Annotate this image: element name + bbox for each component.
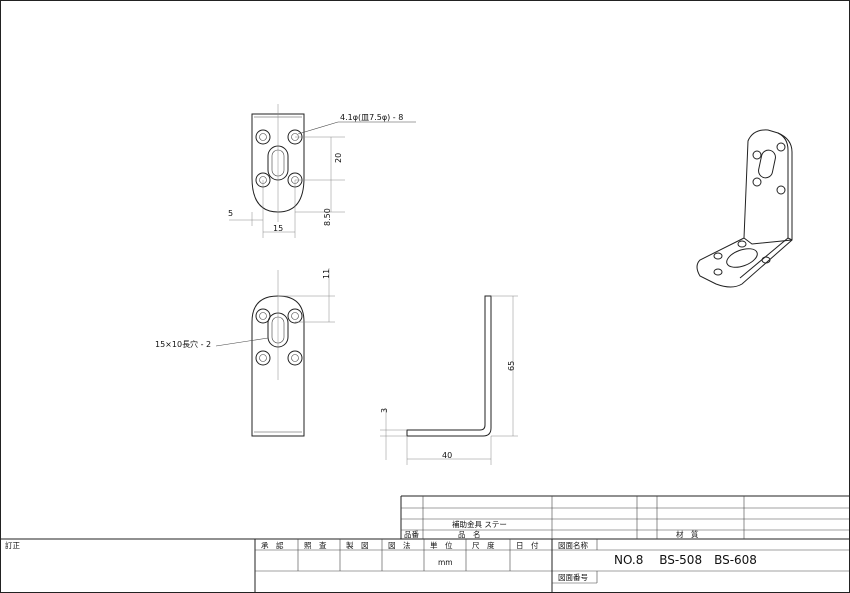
drawing-name-label: 図面名称 (558, 540, 588, 550)
part-name-label: 品 名 (458, 529, 481, 539)
drawing-name-value: NO.8 BS-508 BS-608 (614, 553, 757, 567)
drafting-label: 製 図 (346, 540, 369, 550)
approval-label: 承 認 (261, 540, 284, 550)
method-label: 図 法 (388, 540, 411, 550)
dim-hole-pitch: 20 (334, 153, 343, 163)
dim-profile-thickness: 3 (380, 408, 389, 413)
countersunk-hole (255, 129, 271, 145)
hole-callout: 4.1φ(皿7.5φ) - 8 (340, 113, 403, 122)
dim-profile-height: 65 (507, 361, 516, 371)
dim-profile-length: 40 (442, 451, 452, 460)
profile-view (380, 295, 518, 465)
dim-side-top: 11 (322, 269, 331, 279)
drawing-number-label: 図面番号 (558, 572, 588, 582)
dim-front-width: 15 (273, 224, 283, 233)
front-view (229, 104, 416, 238)
dim-front-edge: 8.50 (323, 208, 332, 226)
part-number-label: 品番 (404, 529, 419, 539)
revision-label: 訂正 (5, 540, 20, 550)
dim-front-offset: 5 (228, 209, 233, 218)
countersunk-hole (255, 350, 271, 366)
part-name-value: 補助金具 ステー (452, 519, 507, 529)
countersunk-hole (287, 350, 303, 366)
unit-value: mm (438, 558, 453, 567)
slot-callout: 15×10長穴 - 2 (155, 339, 211, 349)
unit-label: 単 位 (430, 540, 453, 550)
countersunk-hole (287, 308, 303, 324)
date-label: 日 付 (516, 540, 539, 550)
scale-label: 尺 度 (472, 540, 495, 550)
isometric-view (696, 129, 793, 288)
countersunk-hole (255, 308, 271, 324)
side-view (215, 268, 335, 437)
material-label: 材 質 (676, 529, 699, 539)
check-label: 照 査 (304, 540, 327, 550)
